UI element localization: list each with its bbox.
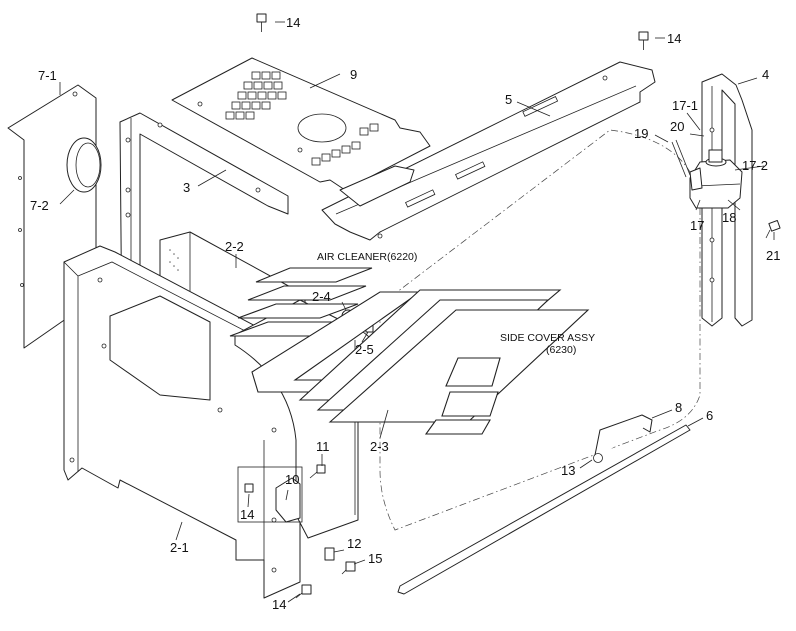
label-12: 12 (347, 536, 361, 551)
part-12-clip (324, 547, 335, 561)
label-17-1: 17-1 (672, 98, 698, 113)
label-21: 21 (766, 248, 780, 263)
bolt-14-top (256, 13, 267, 32)
label-14d: 14 (272, 597, 286, 612)
label-14a: 14 (286, 15, 300, 30)
note-side-cover-line2: (6230) (546, 344, 576, 356)
bolt-11 (309, 464, 326, 479)
part-8-handle (593, 414, 653, 461)
label-20: 20 (670, 119, 684, 134)
bolt-15 (341, 561, 356, 575)
note-side-cover-line1: SIDE COVER ASSY (500, 332, 595, 344)
label-17: 17 (690, 218, 704, 233)
label-2-1: 2-1 (170, 540, 189, 555)
part-5-bracket (321, 61, 656, 241)
label-18: 18 (722, 210, 736, 225)
bolt-14-bottom (295, 584, 312, 599)
bolt-14-left (244, 483, 254, 493)
label-19: 19 (634, 126, 648, 141)
label-9: 9 (350, 67, 357, 82)
bolt-21 (765, 220, 781, 239)
label-7-1: 7-1 (38, 68, 57, 83)
label-2-3: 2-3 (370, 439, 389, 454)
label-17-2: 17-2 (742, 158, 768, 173)
label-5: 5 (505, 92, 512, 107)
part-6-rail (397, 424, 691, 595)
note-air-cleaner: AIR CLEANER(6220) (317, 251, 417, 263)
side-cover-symbol (298, 289, 590, 435)
air-cleaner-symbol (229, 267, 422, 393)
label-14c: 14 (240, 507, 254, 522)
label-11: 11 (316, 439, 330, 454)
part-7-2-ring (66, 137, 102, 193)
label-15: 15 (368, 551, 382, 566)
label-6: 6 (706, 408, 713, 423)
part-17-tank (671, 139, 743, 209)
bolt-14-right (638, 31, 649, 50)
part-9-vent-squares (225, 71, 379, 166)
label-8: 8 (675, 400, 682, 415)
label-13: 13 (561, 463, 575, 478)
label-2-2: 2-2 (225, 239, 244, 254)
side-cover-outline (379, 129, 701, 531)
label-3: 3 (183, 180, 190, 195)
label-7-2: 7-2 (30, 198, 49, 213)
part-10-box (237, 466, 303, 523)
label-4: 4 (762, 67, 769, 82)
label-14b: 14 (667, 31, 681, 46)
part-4-bracket (701, 73, 753, 327)
label-10: 10 (285, 472, 299, 487)
leader-lines (59, 21, 775, 603)
label-2-5: 2-5 (355, 342, 374, 357)
label-2-4: 2-4 (312, 289, 331, 304)
part-13-washer (593, 453, 603, 463)
